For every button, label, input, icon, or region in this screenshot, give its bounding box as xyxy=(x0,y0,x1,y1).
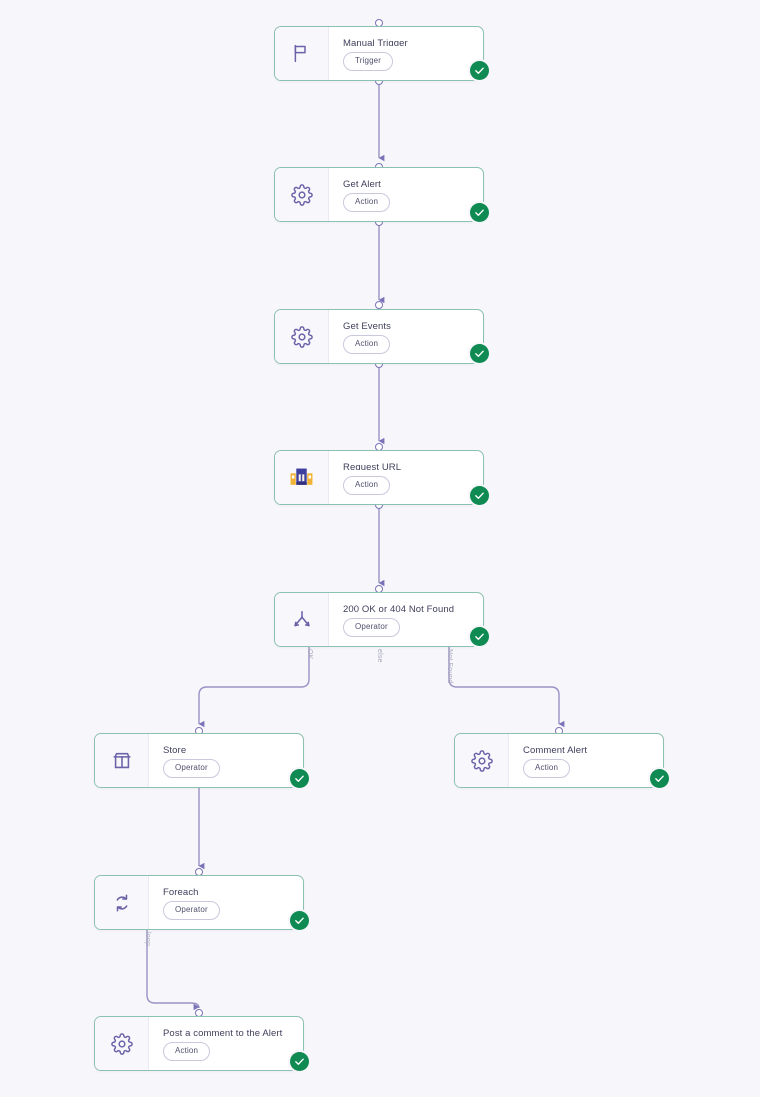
status-badge-success[interactable] xyxy=(470,486,489,505)
node-body: Store Operator xyxy=(149,734,303,787)
status-badge-success[interactable] xyxy=(290,911,309,930)
edge-label-else: else xyxy=(376,649,383,663)
check-icon xyxy=(295,917,304,924)
node-request-url[interactable]: Request URL Action xyxy=(274,450,484,505)
check-icon xyxy=(475,209,484,216)
node-comment-alert[interactable]: Comment Alert Action xyxy=(454,733,664,788)
port-get-events-in[interactable] xyxy=(375,301,383,309)
status-badge-success[interactable] xyxy=(650,769,669,788)
check-icon xyxy=(295,775,304,782)
check-icon xyxy=(475,67,484,74)
status-badge-success[interactable] xyxy=(470,61,489,80)
node-title: Comment Alert xyxy=(523,745,588,753)
node-title: Request URL xyxy=(343,462,402,470)
node-tag: Action xyxy=(343,335,391,354)
node-get-events[interactable]: Get Events Action xyxy=(274,309,484,364)
node-body: Post a comment to the Alert Action xyxy=(149,1017,303,1070)
check-icon xyxy=(475,492,484,499)
node-body: Comment Alert Action xyxy=(509,734,663,787)
edge-status-switch-not-found-to-comment-alert xyxy=(448,647,565,728)
node-tag: Operator xyxy=(163,759,220,778)
gear-icon xyxy=(95,1017,149,1070)
node-get-alert[interactable]: Get Alert Action xyxy=(274,167,484,222)
node-title: Post a comment to the Alert xyxy=(163,1028,283,1036)
edge-status-switch-ok-to-store xyxy=(198,647,310,728)
node-title: Manual Trigger xyxy=(343,38,408,46)
node-title: 200 OK or 404 Not Found xyxy=(343,604,455,612)
node-body: Get Events Action xyxy=(329,310,483,363)
check-icon xyxy=(475,633,484,640)
gear-icon xyxy=(275,168,329,221)
node-store[interactable]: Store Operator xyxy=(94,733,304,788)
loop-icon xyxy=(95,876,149,929)
node-title: Store xyxy=(163,745,187,753)
status-badge-success[interactable] xyxy=(290,1052,309,1071)
flag-icon xyxy=(275,27,329,80)
node-tag: Action xyxy=(343,193,391,212)
node-tag: Operator xyxy=(343,618,400,637)
app-logo-glyph xyxy=(290,468,313,485)
edge-foreach-loop-to-post-comment xyxy=(146,930,200,1011)
node-status-switch[interactable]: 200 OK or 404 Not Found Operator xyxy=(274,592,484,647)
node-tag: Action xyxy=(163,1042,211,1061)
status-badge-success[interactable] xyxy=(470,627,489,646)
branch-icon xyxy=(275,593,329,646)
check-icon xyxy=(475,350,484,357)
node-body: 200 OK or 404 Not Found Operator xyxy=(329,593,483,646)
node-tag: Action xyxy=(523,759,571,778)
edge-label-loop: loop xyxy=(144,932,151,947)
node-title: Get Alert xyxy=(343,179,381,187)
store-icon xyxy=(95,734,149,787)
status-badge-success[interactable] xyxy=(470,344,489,363)
edge-label-ok: OK xyxy=(306,649,313,660)
node-body: Get Alert Action xyxy=(329,168,483,221)
node-title: Foreach xyxy=(163,887,199,895)
status-badge-success[interactable] xyxy=(470,203,489,222)
node-body: Request URL Action xyxy=(329,451,483,504)
node-title: Get Events xyxy=(343,321,391,329)
node-manual-trigger[interactable]: Manual Trigger Trigger xyxy=(274,26,484,81)
app-logo-icon xyxy=(275,451,329,504)
node-post-comment[interactable]: Post a comment to the Alert Action xyxy=(94,1016,304,1071)
gear-icon xyxy=(275,310,329,363)
node-body: Manual Trigger Trigger xyxy=(329,27,483,80)
node-tag: Operator xyxy=(163,901,220,920)
node-tag: Action xyxy=(343,476,391,495)
check-icon xyxy=(655,775,664,782)
node-tag: Trigger xyxy=(343,52,394,71)
node-foreach[interactable]: Foreach Operator xyxy=(94,875,304,930)
gear-icon xyxy=(455,734,509,787)
status-badge-success[interactable] xyxy=(290,769,309,788)
check-icon xyxy=(295,1058,304,1065)
node-body: Foreach Operator xyxy=(149,876,303,929)
edge-label-not-found: Not Found xyxy=(446,649,453,684)
